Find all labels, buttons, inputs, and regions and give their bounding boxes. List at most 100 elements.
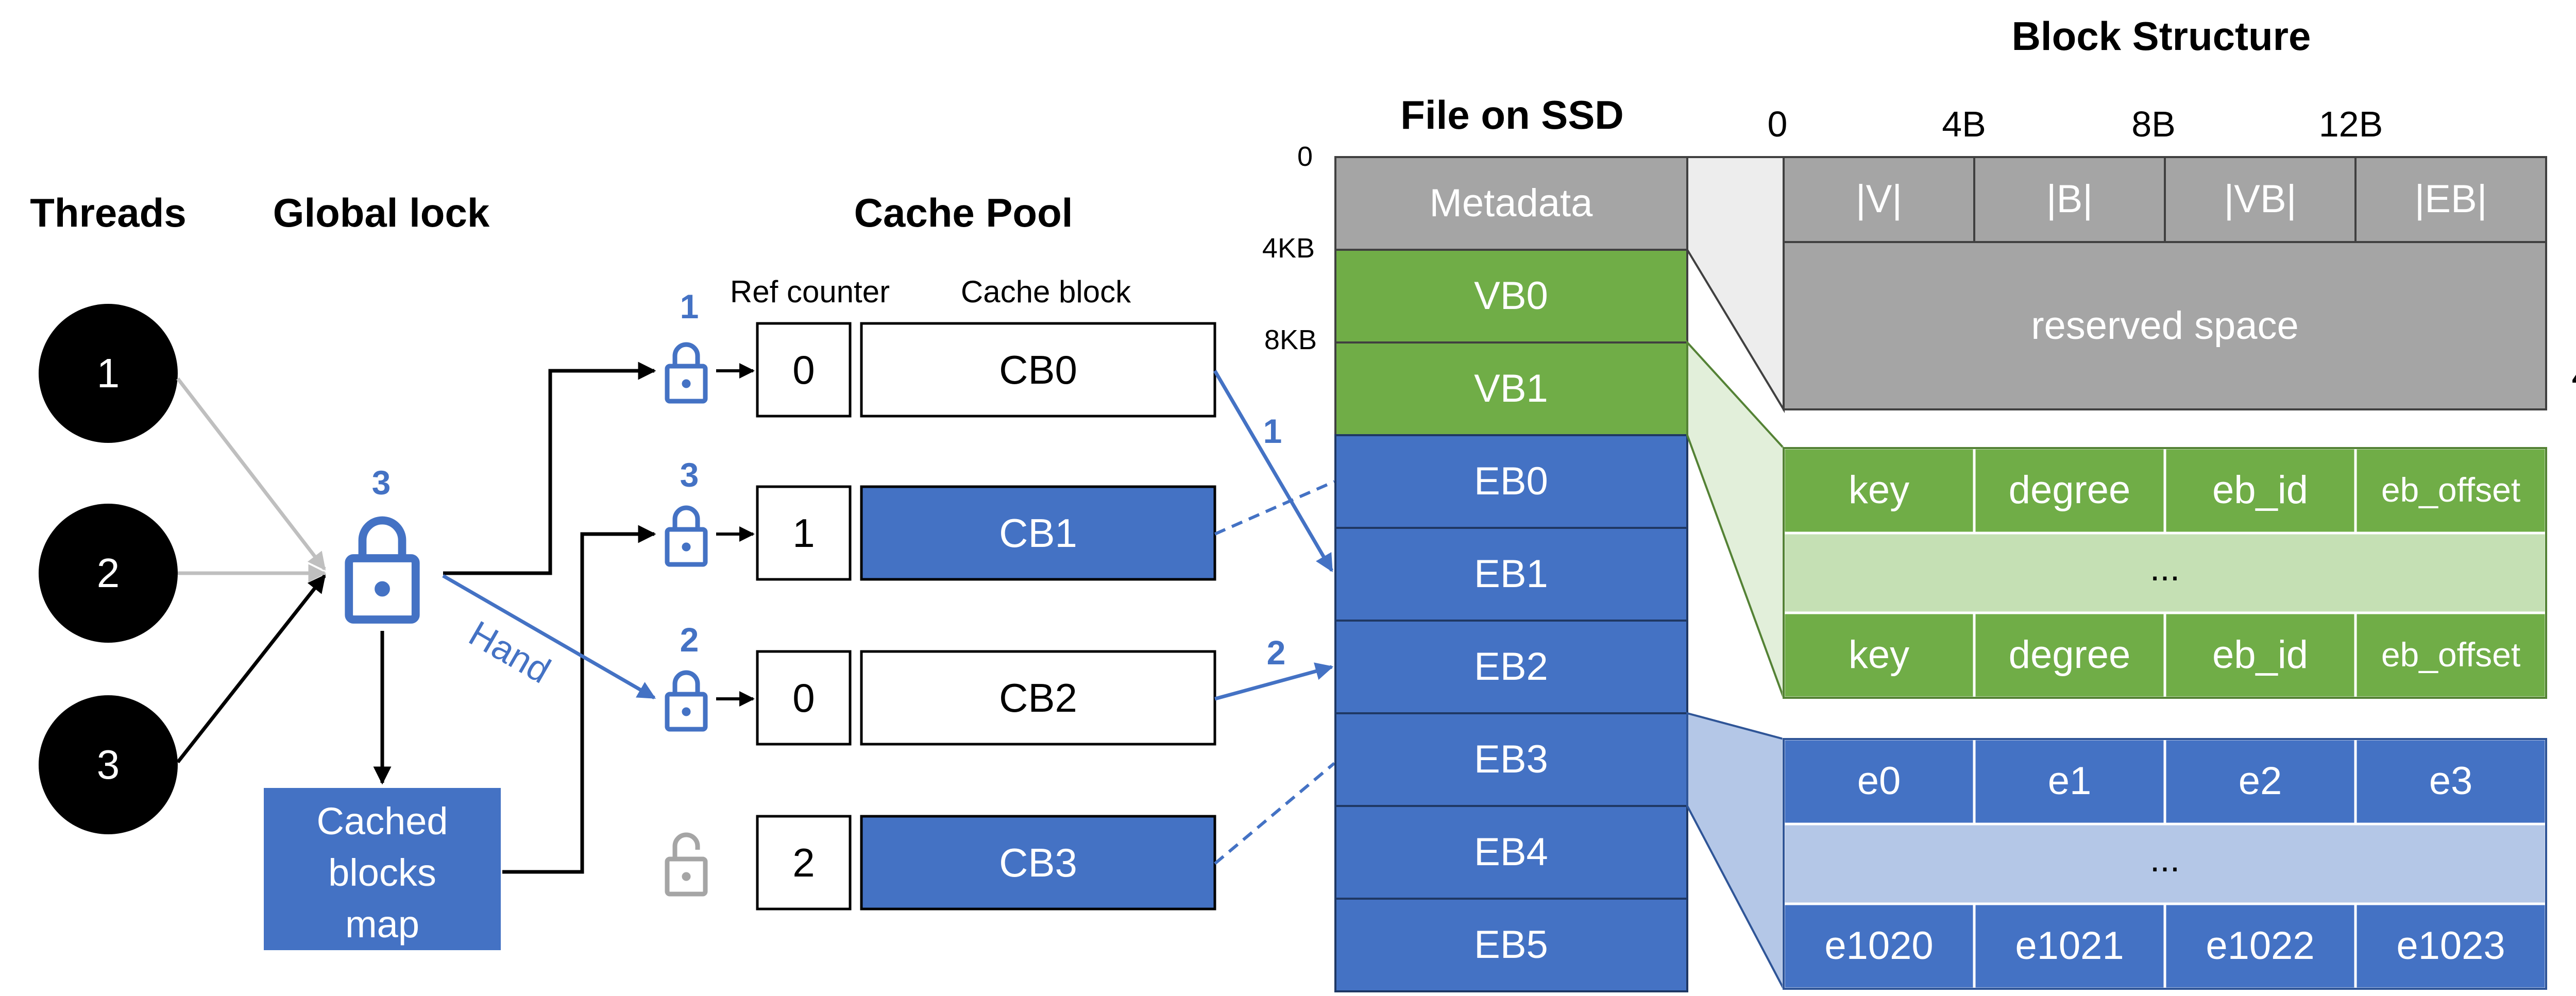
ssd-block-eb0 [1334,434,1688,529]
thread1-waiting-arrow [176,377,326,571]
reserved-space-label: reserved space [2031,304,2299,348]
metadata-block-structure [1783,156,2547,410]
vertex-ellipsis: ... [2150,548,2180,588]
vertex-field-cell [1973,447,2166,535]
load-step-label: 1 [1263,412,1282,450]
ref-counter-value: 1 [792,510,815,556]
ssd-offset-label: 0 [1297,141,1313,172]
vertex-field-label: key [1849,633,1909,677]
row-lock-holder: 3 [680,456,699,494]
cache-block-label: CB1 [999,510,1077,556]
ssd-block-label: EB5 [1474,923,1548,967]
byte-offset-label: 12B [2319,104,2383,144]
cache-row-1: 3 1 CB1 [667,456,1216,581]
ref-counter-box [756,650,852,746]
thread-node-3: 3 [39,695,178,834]
cb3-maps-eb3-line [1214,762,1335,865]
row-unlocked-lock-icon [665,832,708,897]
cb1-maps-eb0-line [1214,480,1335,536]
edge-field-cell [2163,737,2357,826]
meta-field-label: |EB| [2415,177,2487,221]
vertex-field-label: degree [2009,468,2131,512]
row-lock-icon [667,345,705,401]
thread-label: 2 [97,550,120,596]
byte-offset-label: 0 [1768,104,1788,144]
ssd-block-eb1 [1334,527,1688,622]
file-on-ssd-header: File on SSD [1400,92,1623,138]
vertex-field-label: eb_offset [2381,471,2520,509]
row-lock-holder: 2 [680,621,699,659]
edge-field-cell [2354,737,2548,826]
edge-field-cell [1973,902,2166,990]
cache-block-box [860,322,1216,418]
threads-header: Threads [30,190,186,235]
ssd-block-vb0 [1334,249,1688,344]
edge-field-label: e0 [1857,759,1901,803]
vertex-field-label: key [1849,468,1909,512]
ssd-block-vb1 [1334,341,1688,436]
vertex-block-structure [1782,447,2548,699]
thread-node-1: 1 [39,304,178,443]
ref-counter-box [756,485,852,581]
ref-counter-value: 0 [792,347,815,392]
vertex-field-cell [1782,447,1976,535]
edge-ellipsis-row [1782,822,2548,905]
cache-row-3: 2 CB3 [665,815,1216,911]
ssd-block-label: EB0 [1474,459,1548,503]
edge-field-cell [2354,902,2548,990]
ssd-block-label: Metadata [1430,181,1594,225]
map-label-line: blocks [328,851,436,894]
cache-block-box [860,815,1216,911]
hand-arrow [442,574,656,700]
meta-field-cell [2164,156,2357,243]
block-structure-header: Block Structure [2012,13,2311,59]
ssd-block-label: EB2 [1474,645,1548,689]
vertex-field-label: eb_id [2212,468,2308,512]
ref-counter-value: 2 [792,840,815,885]
map-label-line: Cached [316,800,448,843]
byte-offset-label: 4B [1942,104,1986,144]
vb1-zoom-projection [1686,339,1785,698]
cache-block-box [860,485,1216,581]
thread-label: 3 [97,742,120,787]
ssd-block-eb4 [1334,805,1688,900]
hand-label: Hand [463,613,557,691]
ref-counter-value: 0 [792,675,815,720]
ssd-block-label: EB3 [1474,737,1548,781]
meta-field-label: |VB| [2224,177,2297,221]
edge-block-structure [1782,737,2548,990]
thread-label: 1 [97,350,120,396]
load-step-label: 2 [1267,633,1286,672]
cache-block-column-label: Cache block [961,274,1131,309]
edge-field-label: e1022 [2206,924,2314,968]
vertex-field-label: eb_offset [2381,636,2520,674]
vertex-field-cell [2163,447,2357,535]
eb3-zoom-projection [1686,712,1785,989]
edge-field-label: e1023 [2396,924,2505,968]
map-label-line: map [345,903,419,946]
byte-offset-label: 8B [2131,104,2176,144]
cached-blocks-map: Cached blocks map [264,788,501,950]
vertex-field-cell [2163,611,2357,699]
cache-block-label: CB3 [999,840,1077,885]
ssd-block-label: VB0 [1474,274,1548,318]
vertex-field-cell [1973,611,2166,699]
ref-counter-column-label: Ref counter [730,274,890,309]
edge-field-label: e1 [2048,759,2092,803]
edge-field-label: e3 [2429,759,2473,803]
ssd-offset-label: 4KB [1262,233,1315,264]
thread-node-2: 2 [39,504,178,643]
meta-field-label: |V| [1856,177,1902,221]
meta-field-label: |B| [2046,177,2093,221]
cache-block-label: CB2 [999,675,1077,720]
ssd-block-eb5 [1334,898,1688,992]
map-to-cb1-arrow [502,525,656,874]
cache-row-0: 1 0 CB0 [667,287,1216,418]
edge-ellipsis: ... [2150,839,2180,879]
edge-field-label: e1020 [1824,924,1933,968]
ssd-offset-label: 8KB [1264,324,1317,355]
ssd-block-label: VB1 [1474,367,1548,410]
edge-block-outline [1783,738,2547,990]
global-lock-header: Global lock [273,190,490,235]
